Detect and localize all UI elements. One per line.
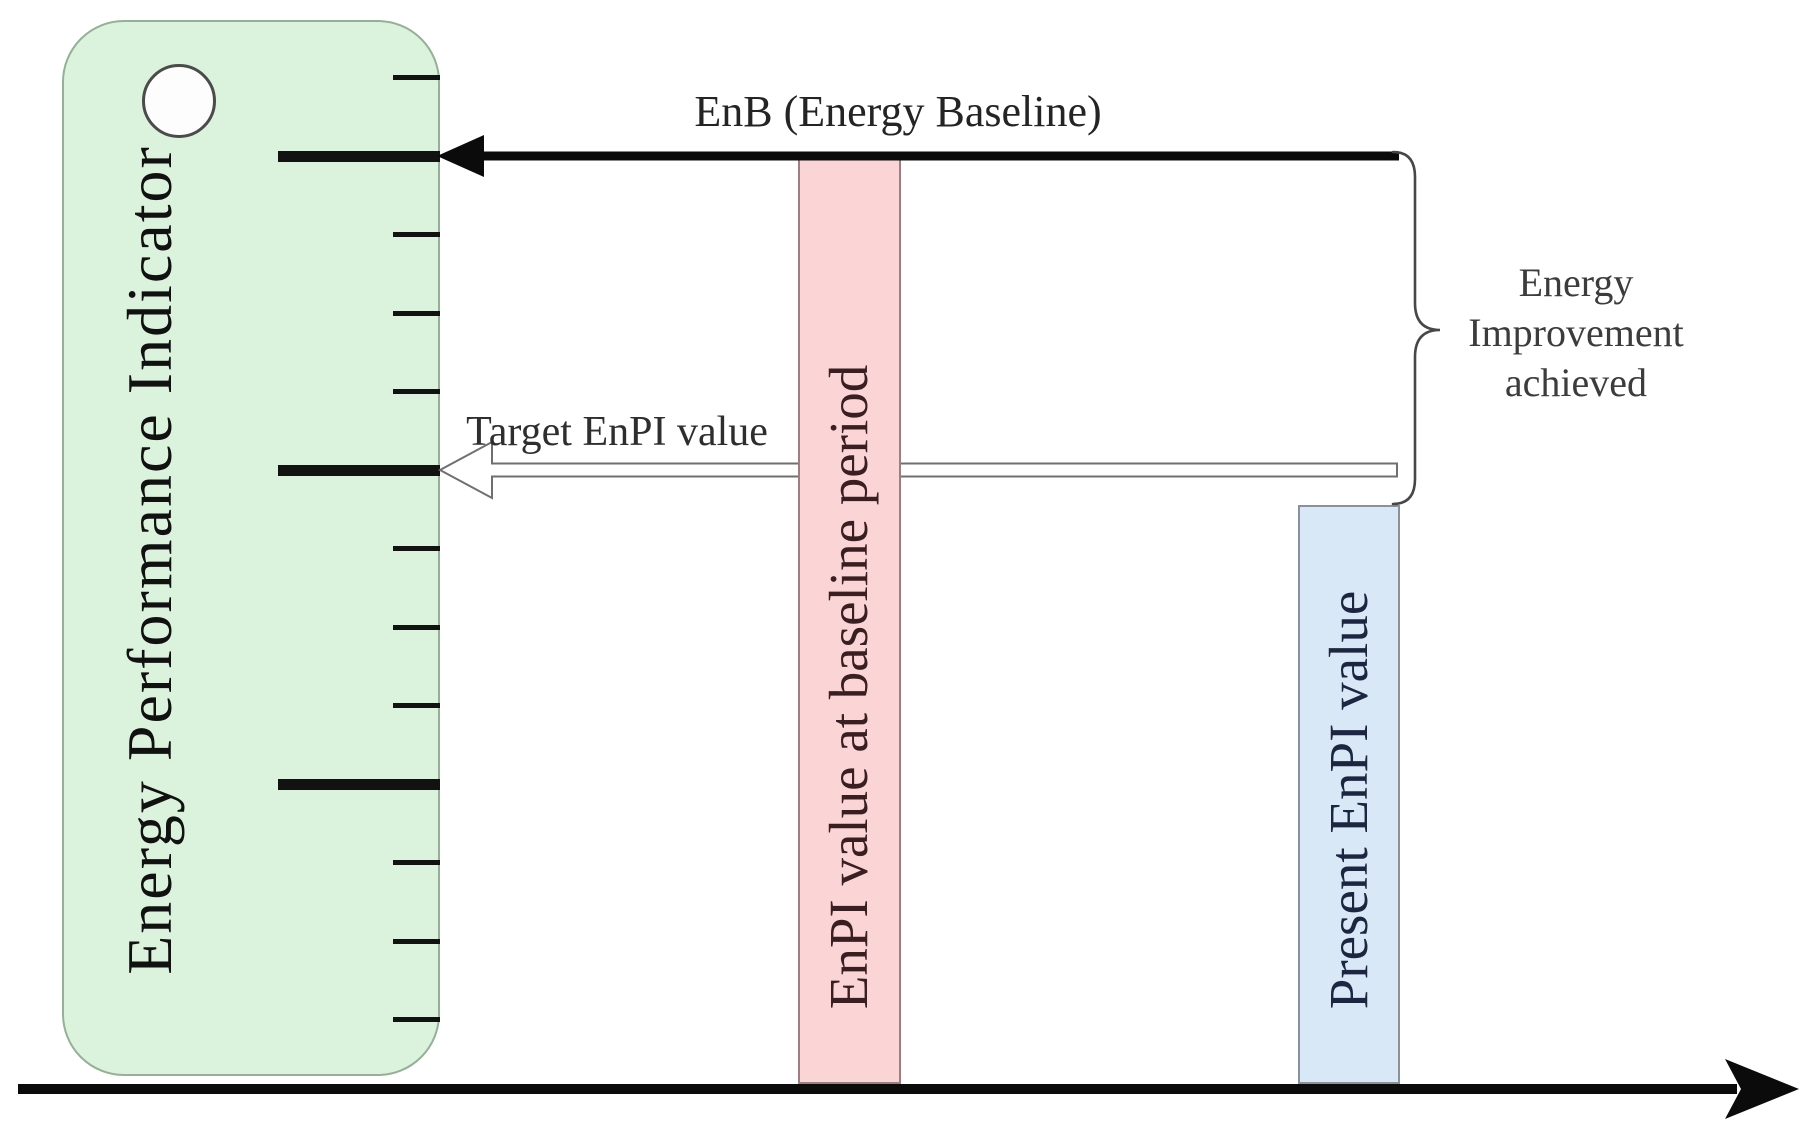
ruler-major-tick [278, 464, 440, 476]
enb-baseline-arrowhead [437, 135, 484, 177]
ruler-major-tick [278, 150, 440, 162]
ruler-panel [62, 20, 440, 1076]
ruler-minor-tick [393, 938, 440, 944]
ruler-minor-tick [393, 310, 440, 316]
ruler-major-tick [278, 778, 440, 790]
target-enpi-arrow [437, 440, 1398, 500]
ruler-minor-tick [393, 859, 440, 865]
ruler-minor-tick [393, 624, 440, 630]
ruler-minor-tick [393, 1016, 440, 1022]
target-arrow-label: Target EnPI value [466, 409, 768, 455]
x-axis-arrowhead [1725, 1059, 1799, 1119]
ruler-hole-circle [142, 64, 216, 138]
improvement-achieved-label: Energy Improvement achieved [1468, 260, 1684, 405]
ruler-minor-tick [393, 74, 440, 80]
ruler-minor-tick [393, 702, 440, 708]
present-enpi-bar [1298, 505, 1400, 1084]
improvement-brace [1391, 150, 1441, 506]
ruler-minor-tick [393, 545, 440, 551]
ruler-minor-tick [393, 231, 440, 237]
ruler-minor-tick [393, 388, 440, 394]
enb-arrow-label: EnB (Energy Baseline) [694, 87, 1102, 136]
